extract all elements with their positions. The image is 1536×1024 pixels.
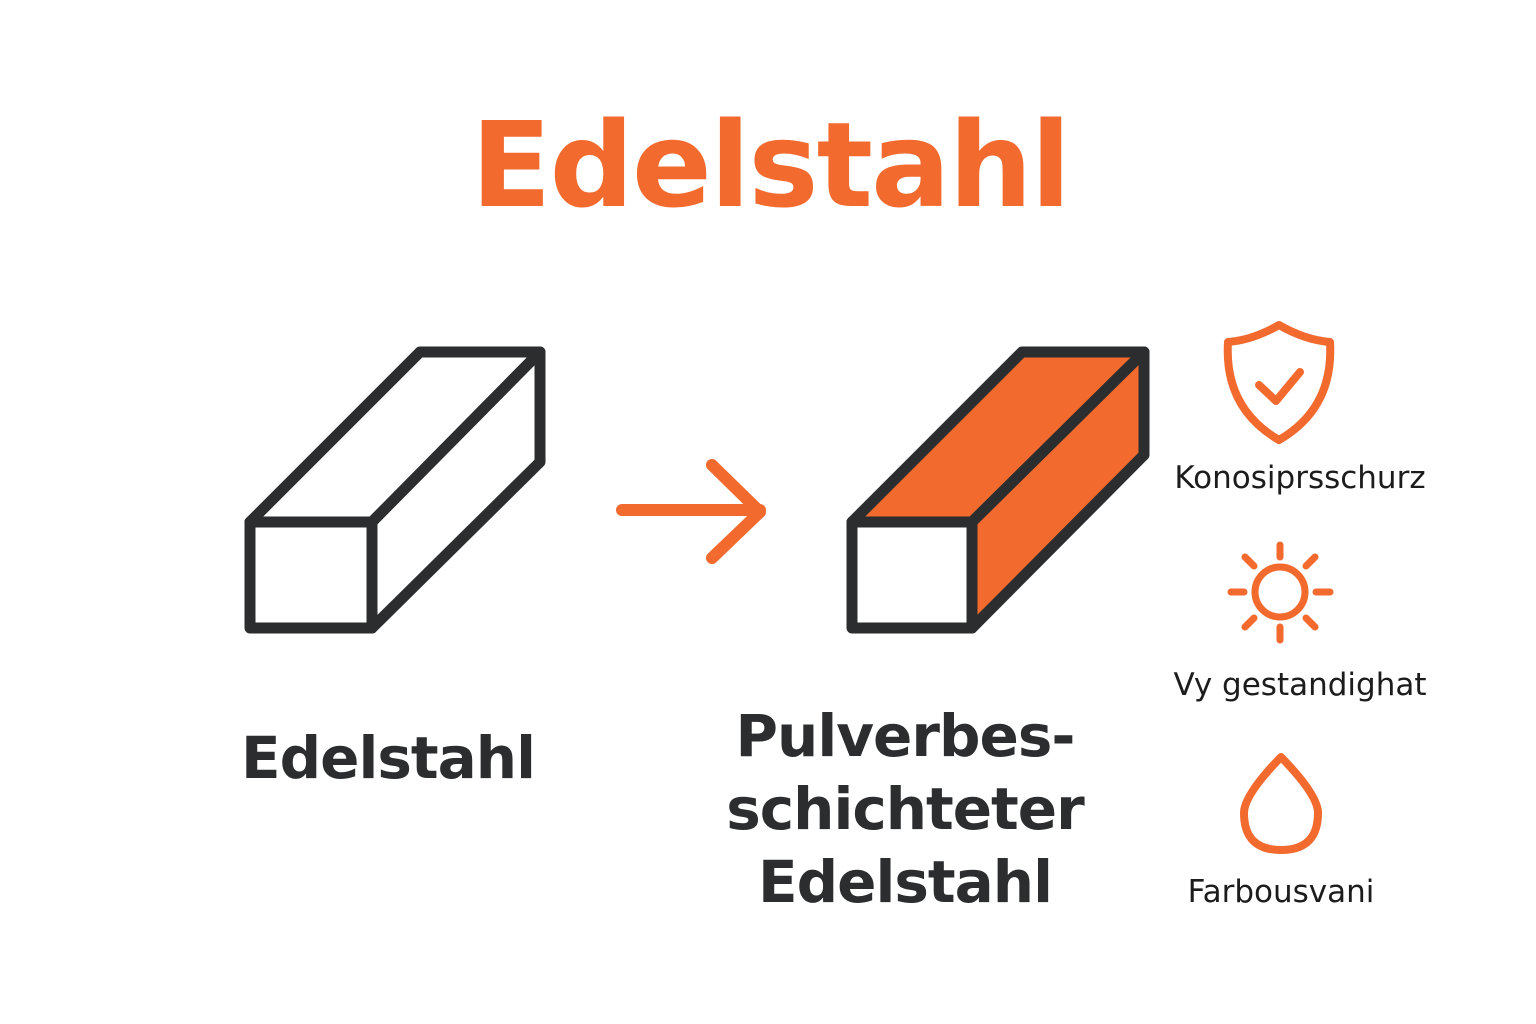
coated-steel-label: Pulverbes- schichteter Edelstahl [705, 700, 1105, 919]
arrow-right-icon [616, 459, 766, 564]
drop-icon [1240, 753, 1322, 854]
diagram-title: Edelstahl [470, 96, 1071, 234]
shield-check-icon [1223, 321, 1335, 444]
coated-steel-bar-icon [846, 346, 1150, 634]
coated-steel-label-line: Edelstahl [758, 848, 1053, 916]
feature-label-weather: Vy gestandighat [1173, 667, 1427, 703]
coated-steel-label-line: schichteter [726, 775, 1084, 843]
plain-steel-bar-icon [244, 346, 546, 634]
feature-label-color: Farbousvani [1187, 874, 1375, 910]
plain-steel-label: Edelstahl [241, 724, 536, 792]
sun-icon [1227, 541, 1334, 644]
feature-label-corrosion: Konosiprsschurz [1174, 460, 1426, 496]
coated-steel-label-line: Pulverbes- [735, 702, 1076, 770]
